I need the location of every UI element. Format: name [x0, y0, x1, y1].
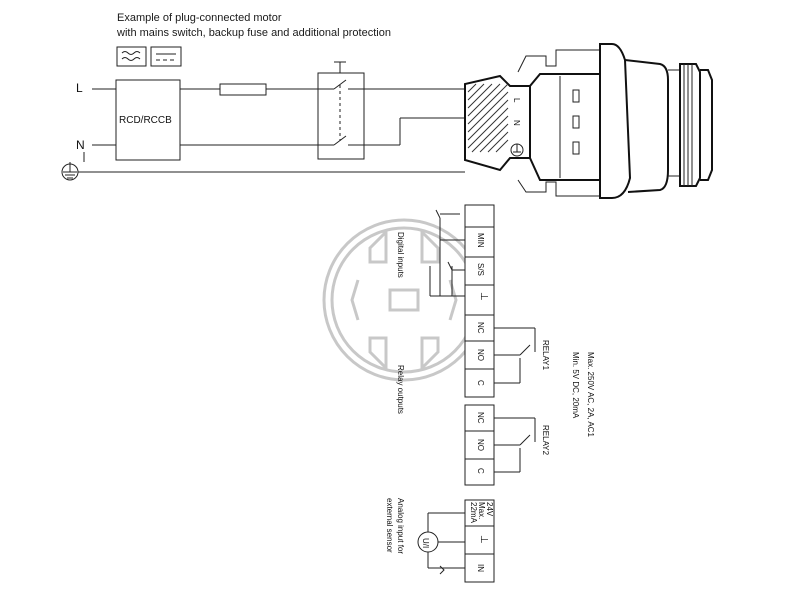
relay-spec-min: Min. 5V DC, 20mA: [571, 352, 580, 419]
sensor-icon: U/I: [417, 531, 439, 553]
relay-outputs-caption: Relay outputs: [396, 365, 405, 414]
analog-in: IN: [476, 564, 485, 572]
relay1-terminal-block: NC NO C: [464, 314, 495, 398]
motor-plug-connector: L N: [464, 43, 713, 199]
relay2-no: NO: [476, 439, 485, 451]
dc-symbol-icon: [150, 46, 182, 67]
relay2-label: RELAY2: [541, 425, 550, 456]
title-line-1: Example of plug-connected motor: [117, 12, 282, 24]
relay1-nc: NC: [476, 322, 485, 334]
analog-supply-current: 22mA: [469, 502, 478, 524]
relay2-terminal-block: NC NO C: [464, 404, 495, 486]
plug-ground-icon: [510, 143, 524, 157]
analog-caption-1: Analog input for: [396, 498, 405, 554]
ground-icon: [61, 162, 84, 181]
backup-fuse: [219, 83, 267, 96]
analog-supply-24v: 24V: [485, 502, 494, 517]
analog-input-terminal-block: 24V Max. 22mA ⊥ IN: [464, 499, 495, 583]
relay2-c: C: [476, 468, 485, 474]
terminal-min: MIN: [476, 233, 485, 248]
relay-spec-max: Max. 250V AC, 2A, AC1: [586, 352, 595, 437]
relay1-no: NO: [476, 349, 485, 361]
line-label: L: [76, 81, 83, 95]
terminal-ground-di: ⊥: [478, 292, 489, 301]
digital-input-terminal-block: MIN S/S ⊥: [464, 204, 495, 316]
title-line-2: with mains switch, backup fuse and addit…: [117, 27, 391, 39]
rcd-label: RCD/RCCB: [119, 115, 172, 126]
relay1-c: C: [476, 380, 485, 386]
terminal-start-stop: S/S: [476, 263, 485, 276]
plug-n-label: N: [512, 120, 521, 126]
analog-ground: ⊥: [478, 535, 489, 544]
plug-l-label: L: [512, 98, 521, 103]
digital-inputs-caption: Digital inputs: [396, 232, 405, 278]
rcd-box: [115, 79, 181, 161]
analog-supply-max: Max.: [477, 502, 486, 519]
analog-caption-2: external sensor: [385, 498, 394, 553]
sensor-label: U/I: [421, 538, 430, 548]
neutral-label: N: [76, 138, 85, 152]
mains-switch: [317, 61, 365, 160]
ac-dc-symbol-icon: [116, 46, 147, 67]
relay1-label: RELAY1: [541, 340, 550, 371]
relay2-nc: NC: [476, 412, 485, 424]
